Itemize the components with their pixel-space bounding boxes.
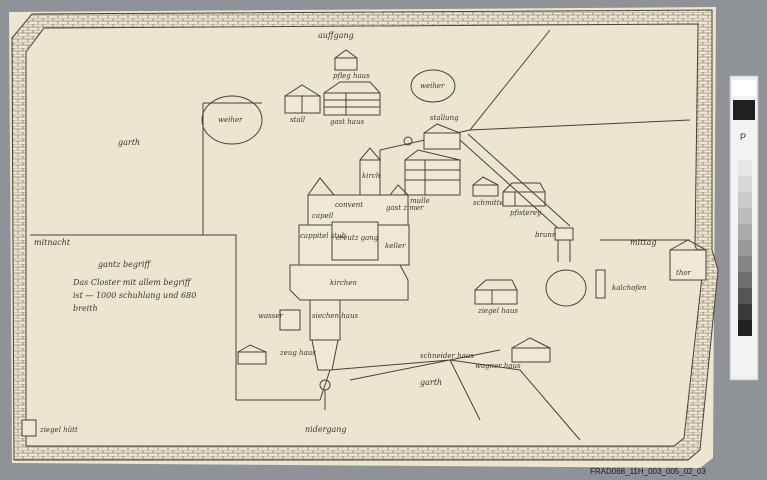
svg-text:pfisterey: pfisterey [510, 209, 542, 217]
label-right: mittag [630, 238, 656, 247]
label-left: mitnacht [34, 238, 71, 247]
svg-text:keller: keller [385, 242, 406, 250]
label-kalchofen: kalchofen [612, 284, 647, 292]
svg-text:gantz begriff: gantz begriff [98, 260, 151, 269]
svg-text:gast zimer: gast zimer [386, 204, 424, 212]
svg-text:cappitel stub: cappitel stub [300, 232, 347, 240]
svg-text:capell: capell [312, 212, 333, 220]
label-gate: thor [676, 269, 692, 277]
svg-text:ziegel haus: ziegel haus [477, 307, 518, 315]
gate-left-bottom [21, 419, 37, 437]
legend-text: gantz begriff Das Closter mit allem begr… [72, 260, 196, 313]
svg-text:P: P [740, 132, 746, 142]
label-brunnen: brunn [535, 231, 557, 239]
building-muhle: mulle [404, 149, 461, 205]
label-ziegelhutt: ziegel hütt [39, 426, 78, 434]
reference-code: FRAD068_11H_003_005_02_03 [590, 467, 706, 476]
label-pond-right: weiher [420, 82, 445, 90]
svg-text:convent: convent [335, 201, 363, 209]
svg-text:ist — 1000 schuhlang und 680: ist — 1000 schuhlang und 680 [73, 291, 196, 300]
svg-text:Das Closter mit allem begriff: Das Closter mit allem begriff [72, 278, 192, 287]
church-complex: kirch convent capell gast zimer creutz g… [237, 147, 424, 410]
svg-text:zeug haus: zeug haus [279, 349, 316, 357]
label-top: auffgang [318, 31, 354, 40]
fish-pond [545, 269, 587, 307]
svg-text:mulle: mulle [410, 197, 430, 205]
svg-text:pfleg haus: pfleg haus [333, 72, 370, 80]
label-pond-left: weiher [218, 116, 243, 124]
svg-text:gast haus: gast haus [330, 118, 364, 126]
building-schmitten: schmitten [472, 176, 509, 207]
kalchofen [595, 269, 606, 299]
channel-house [554, 227, 574, 241]
svg-text:creutz gang: creutz gang [336, 234, 379, 242]
label-garden-left: garth [118, 138, 140, 147]
svg-text:stallung: stallung [430, 114, 459, 122]
label-garden-bottom: garth [420, 378, 442, 387]
building-pfisterey: pfisterey [502, 182, 546, 217]
color-calibration-card: P [729, 75, 759, 381]
building-ziegelhaus: ziegel haus [474, 279, 518, 315]
building-wagner: wagner haus [475, 337, 551, 370]
svg-text:siechen haus: siechen haus [312, 312, 358, 320]
svg-text:breith: breith [73, 304, 98, 313]
wall-gate-right [669, 249, 707, 281]
svg-text:stall: stall [290, 116, 305, 124]
pond-left [201, 95, 263, 145]
label-bottom: nidergang [305, 425, 347, 434]
building-pfleghaus: pfleg haus [333, 49, 370, 80]
svg-text:wagner haus: wagner haus [475, 362, 521, 370]
building-gasthaus: gast haus [323, 81, 381, 126]
label-schneider: schneider haus [420, 352, 474, 360]
svg-text:kirch: kirch [362, 172, 380, 180]
building-stallung: stallung [403, 114, 461, 150]
svg-text:kirchen: kirchen [330, 279, 357, 287]
svg-text:wasser: wasser [258, 312, 283, 320]
pond-right [410, 69, 456, 103]
building-stall: stall [284, 84, 321, 124]
water-channel [459, 133, 571, 262]
svg-text:schmitten: schmitten [473, 199, 509, 207]
